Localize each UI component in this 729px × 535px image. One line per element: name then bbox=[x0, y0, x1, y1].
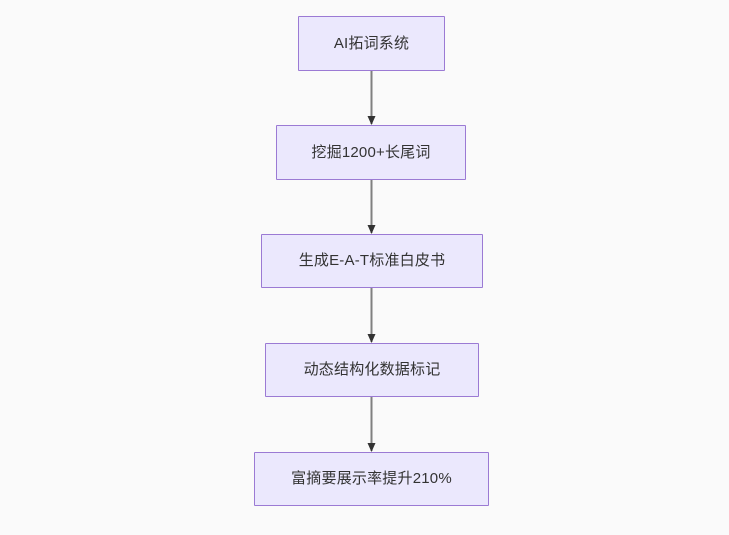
flow-node-label: 生成E-A-T标准白皮书 bbox=[298, 252, 446, 269]
flow-node-label: AI拓词系统 bbox=[333, 34, 410, 52]
flow-node-1[interactable]: AI拓词系统 bbox=[298, 16, 445, 71]
flow-node-label: 挖掘1200+长尾词 bbox=[311, 143, 431, 161]
flow-node-3[interactable]: 生成E-A-T标准白皮书 bbox=[261, 234, 483, 288]
flow-node-2[interactable]: 挖掘1200+长尾词 bbox=[276, 125, 466, 180]
flow-node-5[interactable]: 富摘要展示率提升210% bbox=[254, 452, 489, 506]
flow-node-4[interactable]: 动态结构化数据标记 bbox=[265, 343, 479, 397]
flow-node-label: 动态结构化数据标记 bbox=[303, 361, 441, 378]
flow-node-label: 富摘要展示率提升210% bbox=[291, 470, 452, 487]
